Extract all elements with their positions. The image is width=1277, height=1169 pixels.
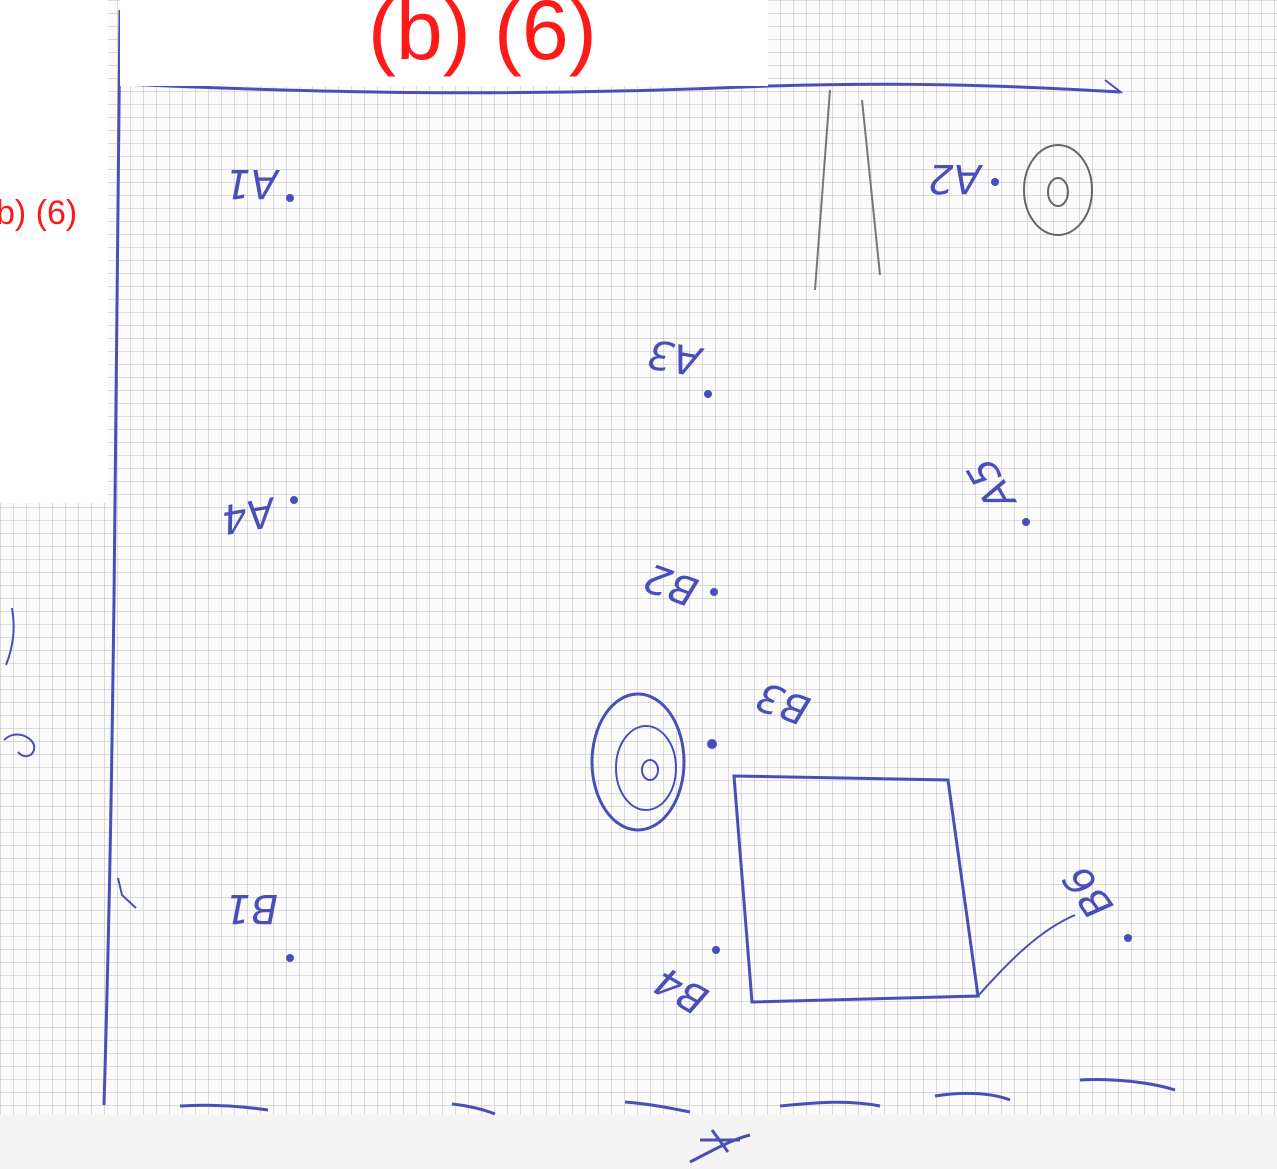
gray-line-right: [861, 99, 881, 276]
circle-marker-a2: [1023, 144, 1093, 236]
redaction-label-top: (b) (6): [368, 0, 597, 77]
rectangle-marker: [732, 774, 980, 1004]
point-dot-a1: [286, 194, 294, 202]
top-boundary-line: [119, 82, 1121, 95]
redaction-box-top: [120, 0, 768, 86]
point-dot-a5: [1022, 518, 1030, 526]
circle-marker-b3: [590, 692, 686, 832]
point-label-b4: B4: [647, 957, 716, 1023]
point-label-a3: A3: [644, 329, 707, 384]
point-dot-a3: [704, 390, 712, 398]
point-label-a2: A2: [928, 155, 984, 201]
grid-paper: [0, 0, 1277, 1115]
point-dot-b4: [712, 946, 720, 954]
point-dot-b3: [707, 739, 717, 749]
left-boundary-line: [102, 9, 122, 1106]
point-dot-a2: [991, 178, 999, 186]
point-label-b3: B3: [751, 672, 816, 733]
point-dot-b1: [286, 954, 294, 962]
point-label-b6: B6: [1055, 857, 1123, 927]
point-label-a4: A4: [218, 487, 281, 542]
point-label-a5: A5: [959, 450, 1027, 521]
redaction-box-left: [0, 0, 108, 503]
redaction-label-left: b) (6): [0, 194, 78, 232]
point-dot-b2: [710, 588, 718, 596]
paper-margin: [0, 1115, 1277, 1169]
point-label-b2: B2: [639, 553, 704, 614]
point-dot-b6: [1124, 934, 1132, 942]
gray-line-left: [814, 89, 831, 291]
point-label-a1: A1: [225, 160, 281, 206]
point-label-b1: B1: [225, 885, 278, 931]
north-arrow-icon: [689, 1129, 751, 1164]
point-dot-a4: [290, 496, 298, 504]
